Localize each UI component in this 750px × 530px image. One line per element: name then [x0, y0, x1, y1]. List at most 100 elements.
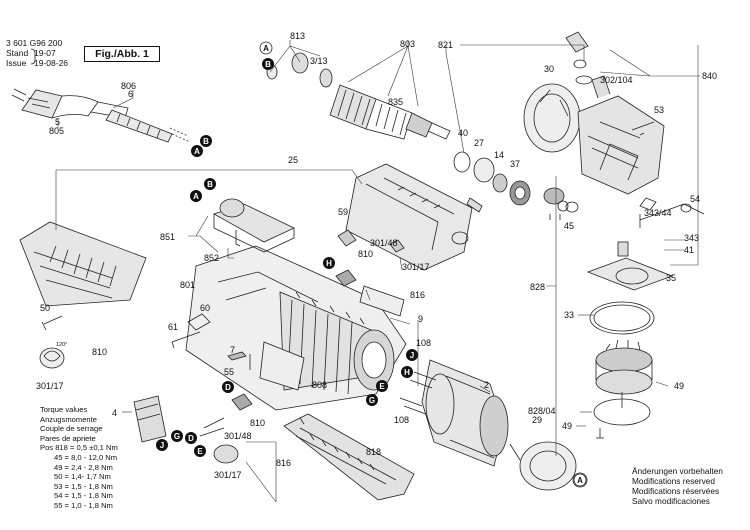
- issue-value: 19-08-26: [34, 58, 69, 68]
- svg-text:D: D: [225, 383, 231, 392]
- callout-810-bottom: 810: [250, 418, 265, 428]
- torque-line: Anzugsmomente: [40, 414, 97, 424]
- torque-line: Pos 818 = 0,5 ±0,1 Nm: [40, 443, 118, 453]
- callout-14: 14: [494, 150, 504, 160]
- notice-line: Modifications réservées: [632, 486, 720, 496]
- screw-53: [631, 121, 655, 136]
- clip-60: [187, 313, 211, 331]
- callout-301-48-top: 301/48: [370, 238, 398, 248]
- issue-label: Issue: [6, 58, 27, 68]
- marker-h-right: H: [401, 366, 413, 378]
- o-ring-302-104: [575, 75, 593, 85]
- callout-801: 801: [180, 280, 195, 290]
- callout-55: 55: [224, 367, 234, 377]
- marker-a-851: A: [190, 190, 202, 202]
- marker-d-mid: D: [222, 381, 234, 393]
- callout-818: 818: [366, 447, 381, 457]
- callout-835: 835: [388, 97, 403, 107]
- svg-text:A: A: [193, 192, 199, 201]
- callout-49-right: 49: [674, 381, 684, 391]
- callout-40: 40: [458, 128, 468, 138]
- torque-line: 53 = 1,5 - 1,8 Nm: [54, 481, 113, 491]
- notice-line: Änderungen vorbehalten: [632, 466, 723, 476]
- notice-line: Salvo modificaciones: [632, 496, 710, 506]
- callout-852: 852: [204, 253, 219, 263]
- bearing-flange: [586, 257, 674, 335]
- callout-54: 54: [690, 194, 700, 204]
- callout-828-04: 828/04: [528, 406, 556, 416]
- svg-text:B: B: [265, 60, 271, 69]
- svg-text:A: A: [194, 147, 200, 156]
- svg-text:A: A: [577, 476, 583, 485]
- marker-e-bottom: E: [194, 445, 206, 457]
- torque-line: Couple de serrage: [40, 424, 103, 434]
- screw-49: [596, 428, 604, 439]
- callout-828: 828: [530, 282, 545, 292]
- svg-text:H: H: [326, 259, 332, 268]
- torque-line: Pares de apriete: [40, 433, 96, 443]
- callout-61: 61: [168, 322, 178, 332]
- carbon-brushes: [199, 229, 405, 437]
- part-7: [227, 351, 247, 361]
- leader-lines: [55, 40, 700, 503]
- marker-j-mid: J: [406, 349, 418, 361]
- figure-label: Fig./Abb. 1: [84, 46, 160, 62]
- callout-840: 840: [702, 71, 717, 81]
- callout-30: 30: [544, 64, 554, 74]
- spindle-gears: [543, 187, 579, 220]
- bearing-rings: [453, 151, 531, 213]
- callout-5: 5: [55, 117, 60, 127]
- cable-sleeve: [105, 109, 191, 143]
- marker-d-bottom: D: [185, 432, 197, 444]
- torque-line: 50 = 1,4- 1,7 Nm: [54, 472, 111, 482]
- torque-line: 54 = 1,5 - 1,8 Nm: [54, 491, 113, 501]
- stand-label: Stand: [6, 48, 29, 58]
- callout-806: 806: [121, 81, 136, 91]
- callout-35: 35: [666, 273, 676, 283]
- svg-text:E: E: [197, 447, 203, 456]
- marker-g-left: G: [171, 430, 183, 442]
- callout-810-left: 810: [92, 347, 107, 357]
- screw-818: [299, 417, 305, 425]
- insulation-808: [259, 341, 305, 391]
- marker-b-top: B: [262, 58, 274, 70]
- callout-45: 45: [564, 221, 574, 231]
- callout-810-top: 810: [358, 249, 373, 259]
- callout-821: 821: [438, 40, 453, 50]
- svg-text:J: J: [160, 441, 164, 450]
- torque-line: 45 = 8,0 - 12,0 Nm: [54, 452, 118, 462]
- callout-813: 813: [290, 31, 305, 41]
- callout-805: 805: [49, 126, 64, 136]
- pin-61: [171, 331, 201, 349]
- callout-53: 53: [654, 105, 664, 115]
- callout-9: 9: [418, 314, 423, 324]
- cover-9: [359, 285, 405, 317]
- callout-343: 343: [684, 233, 699, 243]
- callout-343-44: 343/44: [644, 208, 672, 218]
- svg-text:D: D: [188, 434, 194, 443]
- gear-head-housing: [523, 31, 665, 195]
- svg-text:E: E: [379, 382, 385, 391]
- callout-808: 808: [312, 380, 327, 390]
- callout-301-17-left: 301/17: [36, 381, 64, 391]
- callout-7: 7: [230, 345, 235, 355]
- marker-a-top: A: [259, 41, 273, 55]
- switch-4: [133, 395, 167, 443]
- svg-text:B: B: [203, 137, 209, 146]
- callout-4: 4: [112, 408, 117, 418]
- svg-text:G: G: [369, 396, 375, 405]
- capacitor-301-17: [213, 444, 239, 464]
- callout-50: 50: [40, 303, 50, 313]
- callout-33: 33: [564, 310, 574, 320]
- armature: [266, 52, 451, 140]
- marker-h-mid: H: [323, 257, 335, 269]
- callout-29: 29: [532, 415, 542, 425]
- angle-label: 120°: [56, 342, 67, 348]
- notice-line: Modifications reserved: [632, 476, 716, 486]
- screw-50: [41, 315, 63, 331]
- handle-cover: [283, 413, 415, 501]
- motor-housing-upper: [345, 163, 473, 271]
- callout-27: 27: [474, 138, 484, 148]
- part-41: [617, 241, 629, 257]
- marker-a-right: A: [573, 473, 587, 487]
